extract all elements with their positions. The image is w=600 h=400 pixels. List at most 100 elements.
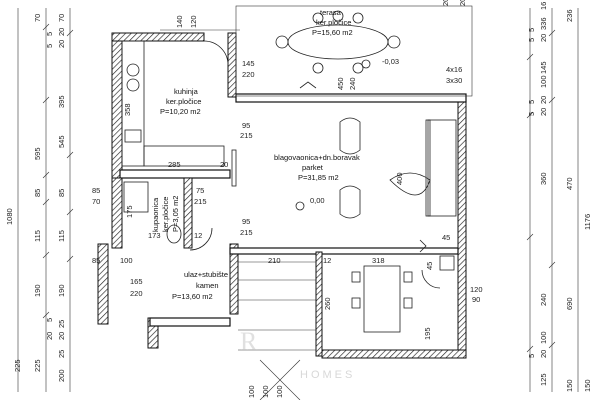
dim-right-20: 20 [539,34,548,42]
dim-85u: 85 [92,256,100,265]
dim-95a: 95 [242,121,250,130]
dim-left-190: 190 [33,284,42,297]
dim-right-16: 16 [539,2,548,10]
dim-left-70a: 70 [57,14,66,22]
dim-right-690: 690 [565,297,574,310]
kuhinja-name: kuhinja [174,87,199,96]
dim-210u: 210 [268,256,281,265]
dim-right-20d: 20 [539,350,548,358]
boravak-area: P=31,85 m2 [298,173,339,182]
dim-left-20b: 20 [45,332,54,340]
level-marker-terrace [361,59,371,69]
kupaonica-name: kupaonica [151,197,160,232]
dim-right-5e: 5 [527,354,536,358]
dim-left-545: 545 [57,135,66,148]
dim-240: 240 [348,77,357,90]
dim-right-5b: 5 [527,28,536,32]
dim-100u: 100 [120,256,133,265]
dim-75kp: 75 [196,186,204,195]
dim-165u: 165 [130,277,143,286]
dim-left-5t2: 5 [45,44,54,48]
dim-left-25b: 25 [57,350,66,358]
boravak-floor: parket [302,163,324,172]
ulaz-area: P=13,60 m2 [172,292,213,301]
dim-318u: 318 [372,256,385,265]
dim-left-25: 25 [57,320,66,328]
dim-left-225a: 225 [33,359,42,372]
dimension-lines [17,8,579,392]
dim-stair3: 100 [275,385,284,398]
right-dimensions: 1176 236 470 690 150 16 20 5 5 336 145 1… [527,2,592,392]
dim-top-20b: 20 [458,0,467,6]
boravak-name: blagovaonica+dn.boravak [274,153,360,162]
dim-left-5t: 5 [45,32,54,36]
dim-left-115: 115 [33,230,42,242]
dim-right-5d: 5 [527,112,536,116]
dim-285: 285 [168,160,181,169]
dim-260u: 260 [323,297,332,310]
dim-top-20a: 20 [441,0,450,6]
dim-3x30: 3x30 [446,76,462,85]
dim-left-200: 200 [57,369,66,382]
watermark: R HOMES [240,327,352,381]
level-marker-main [295,201,305,211]
dim-215kp: 215 [194,197,207,206]
dim-right-100b: 100 [539,331,548,344]
dim-left-85: 85 [33,189,42,197]
dim-95b: 95 [242,217,250,226]
dim-400: 400 [395,172,404,185]
dim-left-225b: 225 [13,359,22,372]
dim-right-20c: 20 [539,108,548,116]
dim-358: 358 [123,103,132,116]
dim-stair1: 100 [247,385,256,398]
dim-right-20b: 20 [539,96,548,104]
dim-4x16: 4x16 [446,65,462,74]
ulaz-name: ulaz+stubište [184,270,228,279]
dim-220u: 220 [130,289,143,298]
dim-left-70b: 70 [33,14,42,22]
dim-right-150b: 150 [583,379,592,392]
kuhinja-floor: ker.pločice [166,97,201,106]
dim-right-236: 236 [565,9,574,22]
dim-right-360: 360 [539,172,548,185]
dim-120u: 120 [470,285,483,294]
left-dimensions: 1080 595 85 115 190 225 225 395 545 85 1… [5,14,66,382]
terasa-area: P=15,60 m2 [312,28,353,37]
kuhinja-area: P=10,20 m2 [160,107,201,116]
ulaz-floor: kamen [196,281,219,290]
dim-220: 220 [242,70,255,79]
kupaonica-floor: ker.pločice [161,197,170,232]
dim-right-470: 470 [565,177,574,190]
walls [97,5,473,359]
terasa-name: terasa [320,8,342,17]
dim-total-left: 1080 [5,208,14,225]
dim-450: 450 [336,77,345,90]
dim-70kp: 70 [92,197,100,206]
dim-total-right: 1176 [583,214,592,230]
dim-12kp: 12 [194,231,202,240]
dim-215b: 215 [240,228,253,237]
watermark-main: R [240,327,258,356]
dim-145: 145 [242,59,255,68]
room-labels: terasa ker.pločice P=15,60 m2 kuhinja ke… [151,8,399,301]
dim-175: 175 [125,205,134,218]
dim-top-120: 120 [189,15,198,28]
dim-left-20t2: 20 [57,40,66,48]
dim-12u: 12 [323,256,331,265]
dim-right-240: 240 [539,293,548,306]
dim-195u: 195 [423,327,432,340]
furniture [121,10,457,400]
top-dimensions: 140 120 20 20 [160,0,467,31]
dim-left-395: 395 [57,95,66,108]
terasa-floor: ker.pločice [316,18,351,27]
dim-215a: 215 [240,131,253,140]
dim-173: 173 [148,231,161,240]
dim-right-5: 5 [527,38,536,42]
dim-left-20t: 20 [57,28,66,36]
kupaonica-area: P=3,05 m2 [171,196,180,232]
dim-right-150a: 150 [565,379,574,392]
dim-85kp: 85 [92,186,100,195]
inner-dimensions: 145 220 450 240 358 285 20 95 215 95 215… [92,59,483,398]
dim-left-115b: 115 [57,230,66,242]
